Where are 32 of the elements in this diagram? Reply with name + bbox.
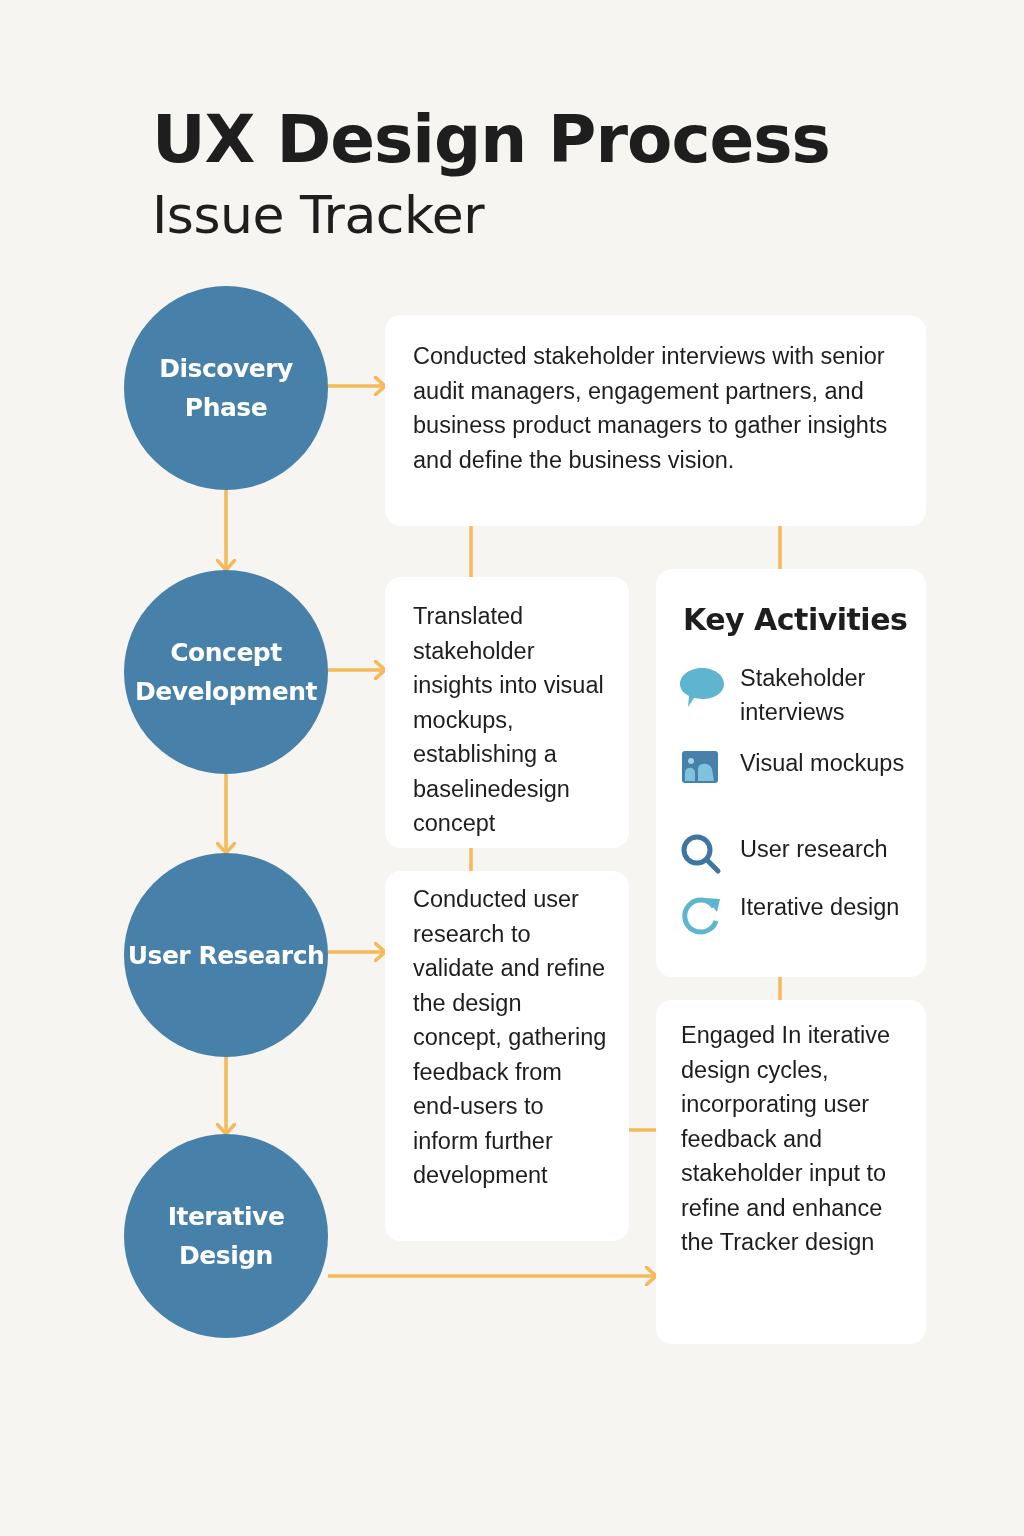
subtitle: Issue Tracker <box>152 184 485 246</box>
description-card <box>385 871 629 1241</box>
arrow <box>328 375 387 397</box>
phase-name: Concept Development <box>134 637 318 708</box>
phase-name: Iterative Design <box>166 1201 286 1272</box>
description-text: Conducted stakeholder interviews with senior audit managers, engagement partners, and business product managers to gather insights and define the business vision. <box>413 342 889 475</box>
description-text: Translated stakeholder insights into visual mockups, establishing a baselinedesign concept <box>413 602 605 838</box>
arrow <box>328 941 387 963</box>
activity-text: Iterative design <box>740 893 901 922</box>
activity-text: User research <box>740 835 889 864</box>
card-heading: Key Activities <box>683 602 908 637</box>
connector-line <box>469 526 473 577</box>
phase-name: Discovery Phase <box>158 353 294 424</box>
arrow <box>328 1265 658 1287</box>
arrow <box>215 1057 237 1136</box>
description-text: Engaged In iterative design cycles, incorporating user feedback and stakeholder input to refine and enhance the Tracker design <box>681 1021 892 1257</box>
arrow <box>215 774 237 855</box>
arrow <box>328 659 387 681</box>
connector-line <box>778 526 782 569</box>
phase-name: User Research <box>127 939 325 972</box>
description-card <box>656 1000 926 1344</box>
connector-line <box>629 1128 656 1132</box>
activities-card <box>656 569 926 977</box>
activity-text: Visual mockups <box>740 749 906 778</box>
connector-line <box>469 848 473 871</box>
description-card <box>385 577 629 848</box>
connector-line <box>778 977 782 1000</box>
arrow <box>215 490 237 572</box>
description-card <box>385 315 926 526</box>
description-text: Conducted user research to validate and refine the design concept, gathering feedback from end-users to inform further development <box>413 885 608 1190</box>
activity-text: Stakeholder interviews <box>740 664 867 727</box>
title: UX Design Process <box>152 100 830 180</box>
